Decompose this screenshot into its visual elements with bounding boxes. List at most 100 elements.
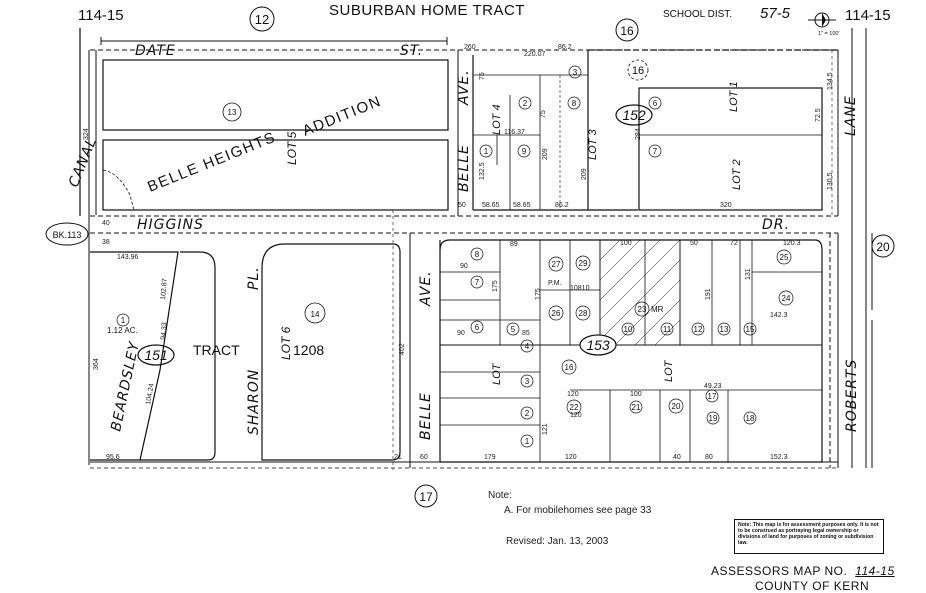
parcel-2: 2 xyxy=(525,409,530,418)
dim-364: 364 xyxy=(93,358,100,370)
dim-11637: 116.37 xyxy=(504,129,525,136)
parcel-19: 19 xyxy=(709,414,718,423)
parcel-numbers: 3 2 8 1 9 6 7 1 1.12 AC. 8 7 6 5 4 3 2 1… xyxy=(107,68,791,446)
assessors-map-number: 114-15 xyxy=(855,564,895,578)
dim-862b: 86.2 xyxy=(555,202,569,209)
tract-label: TRACT xyxy=(193,342,240,358)
parcel-28: 28 xyxy=(579,309,588,318)
parcel-map-number: 10810 xyxy=(570,285,590,292)
parcel-23: 23 xyxy=(638,305,647,314)
dim-100a: 100 xyxy=(620,240,632,247)
parcel-6: 6 xyxy=(475,323,480,332)
parcel-3: 3 xyxy=(525,377,530,386)
parcel-24: 24 xyxy=(782,294,791,303)
adjacent-map-12-number: 12 xyxy=(255,12,269,27)
lot-lower-label-a: LOT xyxy=(491,362,503,385)
parcel-6-block152: 6 xyxy=(653,99,658,108)
dim-120c: 120 xyxy=(570,412,582,419)
block-151-number: 151 xyxy=(144,347,167,363)
parcel-15: 15 xyxy=(746,325,755,334)
dim-191: 191 xyxy=(705,288,712,300)
street-belle-lower: BELLE xyxy=(418,392,434,440)
dim-40b: 40 xyxy=(673,454,681,461)
dim-89: 89 xyxy=(510,241,518,248)
parcel-20: 20 xyxy=(672,402,681,411)
adjacent-map-20-number: 20 xyxy=(876,240,890,254)
dim-40: 40 xyxy=(102,220,110,227)
street-belle-upper: BELLE xyxy=(456,144,472,192)
parcel-3-upper: 3 xyxy=(573,68,578,77)
parcel-13: 13 xyxy=(720,325,729,334)
parcel-22: 22 xyxy=(570,403,579,412)
adjacent-map-16-top: 16 xyxy=(615,18,639,42)
dim-284: 284 xyxy=(635,128,642,140)
dim-5865b: 58.65 xyxy=(513,202,531,209)
parcel-17: 17 xyxy=(708,392,717,401)
street-sharon-suffix: PL. xyxy=(246,266,262,290)
scale-label: 1" = 100' xyxy=(818,31,840,37)
tract-title: SUBURBAN HOME TRACT xyxy=(329,2,525,19)
lot3-label: LOT 3 xyxy=(587,129,599,160)
parcel-26: 26 xyxy=(552,309,561,318)
street-canal: CANAL xyxy=(66,135,100,189)
page-number-right: 114-15 xyxy=(845,7,891,24)
block-151: 151 xyxy=(137,344,175,366)
parcel-2-upper: 2 xyxy=(523,99,528,108)
dim-4923: 49.23 xyxy=(704,383,722,390)
parcel-25: 25 xyxy=(780,253,789,262)
block-13: 13 xyxy=(222,102,242,122)
dim-1423: 142.3 xyxy=(770,312,788,319)
book-reference-bk113: BK.113 xyxy=(45,222,89,246)
page-number-left: 114-15 xyxy=(78,7,124,24)
dim-100b: 100 xyxy=(630,391,642,398)
parcel-21: 21 xyxy=(632,403,641,412)
dim-1203: 120.3 xyxy=(783,240,801,247)
parcel-8-upper: 8 xyxy=(572,99,577,108)
parcel-5: 5 xyxy=(511,325,516,334)
block-153-number: 153 xyxy=(586,337,610,353)
adjacent-map-16-top-number: 16 xyxy=(620,24,634,38)
dim-80: 80 xyxy=(705,454,713,461)
parcel-12: 12 xyxy=(694,325,703,334)
disclaimer-box: Note: This map is for assessment purpose… xyxy=(734,519,884,554)
parcel-16: 16 xyxy=(565,363,574,372)
dim-324: 324 xyxy=(83,128,90,140)
dim-956: 95.6 xyxy=(106,454,120,461)
dim-10424: 104.24 xyxy=(145,383,156,405)
adjacent-map-20: 20 xyxy=(871,234,895,258)
assessors-map-title: ASSESSORS MAP NO. 114-15 xyxy=(711,564,895,578)
block-152-number: 152 xyxy=(622,107,646,123)
dim-85: 85 xyxy=(522,330,530,337)
block-14-number: 14 xyxy=(311,310,320,319)
dim-75a: 75 xyxy=(479,72,486,80)
street-belle-lower-suffix: AVE. xyxy=(418,270,434,307)
dim-72: 72 xyxy=(730,240,738,247)
dim-121: 121 xyxy=(542,423,549,435)
dimension-labels: 260 220.07 86.2 75 75 116.37 209 209 132… xyxy=(83,44,834,461)
dim-21: 21 xyxy=(394,454,402,461)
adjacent-map-16-inner: 16 xyxy=(627,59,649,81)
lot4-label: LOT 4 xyxy=(491,104,503,135)
revision-date: Revised: Jan. 13, 2003 xyxy=(506,536,609,547)
parcel-1-upper: 1 xyxy=(484,147,489,156)
dim-14396: 143.96 xyxy=(117,254,139,261)
parcel-4: 4 xyxy=(525,342,530,351)
north-arrow-icon xyxy=(808,12,836,28)
dim-209a: 209 xyxy=(542,148,549,160)
dim-320: 320 xyxy=(720,202,732,209)
addition-label: ADDITION xyxy=(300,93,384,140)
lot5-label: LOT 5 xyxy=(285,131,299,165)
parcel-1-tract: 1 xyxy=(121,316,126,325)
parcel-1: 1 xyxy=(525,437,530,446)
lot2-label: LOT 2 xyxy=(731,159,743,190)
street-roberts: ROBERTS xyxy=(844,359,860,432)
parcel-7-block152: 7 xyxy=(653,147,658,156)
block-152: 152 xyxy=(615,104,653,126)
note-mobilehomes: A. For mobilehomes see page 33 xyxy=(504,505,652,516)
county-name: COUNTY OF KERN xyxy=(755,579,870,593)
dim-175b: 175 xyxy=(535,288,542,300)
street-sharon: SHARON xyxy=(246,369,262,435)
dim-131: 131 xyxy=(745,268,752,280)
street-higgins: HIGGINS xyxy=(137,217,204,233)
dim-1325: 132.5 xyxy=(479,162,486,180)
